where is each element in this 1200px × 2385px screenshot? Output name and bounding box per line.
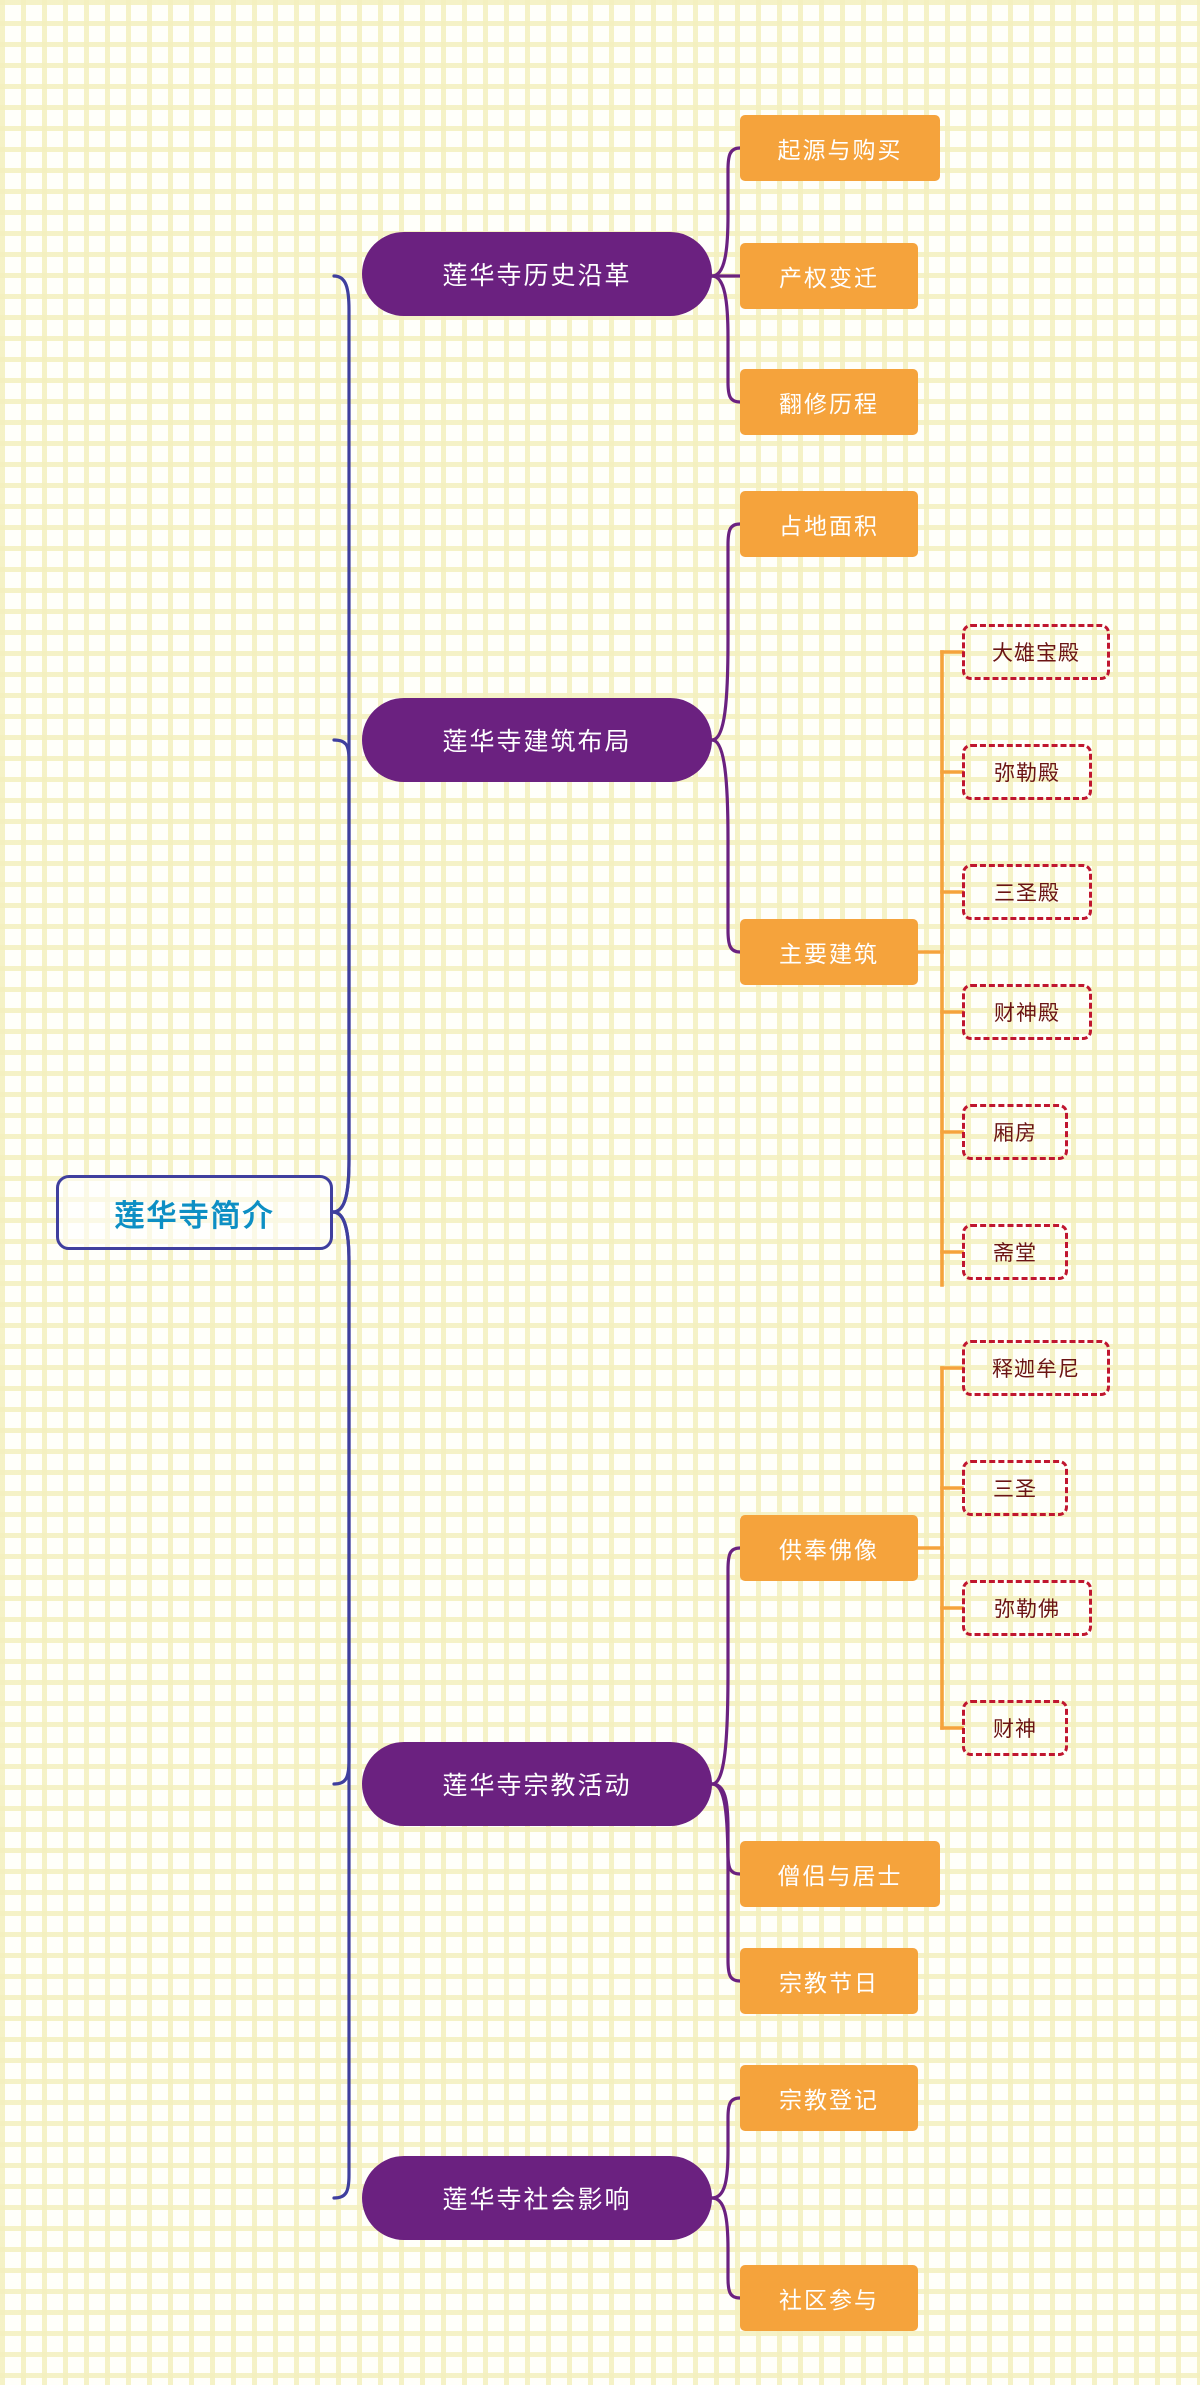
leaf-node-dining-hall[interactable]: 斋堂 [962, 1224, 1068, 1280]
leaf-node-shakyamuni-label: 释迦牟尼 [992, 1357, 1080, 1381]
edge-branch-layout [710, 522, 742, 954]
edge-branch-history [710, 146, 742, 404]
sub-node-religious-registration[interactable]: 宗教登记 [740, 2065, 918, 2131]
sub-node-community-participation-label: 社区参与 [779, 2287, 879, 2313]
sub-node-ownership-change-label: 产权变迁 [779, 265, 879, 291]
leaf-node-maitreya-buddha[interactable]: 弥勒佛 [962, 1580, 1092, 1636]
leaf-node-mahavira-hall-label: 大雄宝殿 [992, 641, 1080, 665]
sub-node-buddha-statues[interactable]: 供奉佛像 [740, 1515, 918, 1581]
root-node-label: 莲华寺简介 [114, 1199, 275, 1233]
edge-sub-main-buildings [910, 650, 964, 1287]
leaf-node-maitreya-hall[interactable]: 弥勒殿 [962, 744, 1092, 800]
edge-branch-religion [710, 1546, 742, 1983]
leaf-node-shakyamuni[interactable]: 释迦牟尼 [962, 1340, 1110, 1396]
branch-node-history[interactable]: 莲华寺历史沿革 [362, 232, 712, 316]
sub-node-ownership-change[interactable]: 产权变迁 [740, 243, 918, 309]
sub-node-origin-purchase[interactable]: 起源与购买 [740, 115, 940, 181]
sub-node-renovation-history-label: 翻修历程 [779, 391, 879, 417]
sub-node-community-participation[interactable]: 社区参与 [740, 2265, 918, 2331]
sub-node-monks-laity-label: 僧侣与居士 [777, 1863, 903, 1889]
branch-node-history-label: 莲华寺历史沿革 [442, 262, 632, 290]
sub-node-main-buildings[interactable]: 主要建筑 [740, 919, 918, 985]
leaf-node-mahavira-hall[interactable]: 大雄宝殿 [962, 624, 1110, 680]
leaf-node-three-saints-label: 三圣 [993, 1477, 1037, 1501]
leaf-node-wealth-god[interactable]: 财神 [962, 1700, 1068, 1756]
sub-node-renovation-history[interactable]: 翻修历程 [740, 369, 918, 435]
edge-root-trunk [331, 274, 351, 2200]
edge-branch-social [710, 2096, 742, 2300]
root-node[interactable]: 莲华寺简介 [56, 1175, 333, 1250]
leaf-node-maitreya-buddha-label: 弥勒佛 [994, 1597, 1060, 1621]
sub-node-religious-festivals[interactable]: 宗教节日 [740, 1948, 918, 2014]
sub-node-monks-laity[interactable]: 僧侣与居士 [740, 1841, 940, 1907]
leaf-node-side-rooms[interactable]: 厢房 [962, 1104, 1068, 1160]
branch-node-layout-label: 莲华寺建筑布局 [442, 728, 632, 756]
leaf-node-wealth-god-label: 财神 [993, 1717, 1037, 1741]
sub-node-religious-festivals-label: 宗教节日 [779, 1970, 879, 1996]
leaf-node-wealth-god-hall-label: 财神殿 [994, 1001, 1060, 1025]
leaf-node-wealth-god-hall[interactable]: 财神殿 [962, 984, 1092, 1040]
sub-node-floor-area[interactable]: 占地面积 [740, 491, 918, 557]
branch-node-social-label: 莲华寺社会影响 [442, 2186, 632, 2214]
branch-node-social[interactable]: 莲华寺社会影响 [362, 2156, 712, 2240]
leaf-node-dining-hall-label: 斋堂 [993, 1241, 1037, 1265]
branch-node-religion-label: 莲华寺宗教活动 [442, 1772, 632, 1800]
leaf-node-three-saints-hall[interactable]: 三圣殿 [962, 864, 1092, 920]
edge-sub-buddha-statues [910, 1366, 964, 1730]
leaf-node-side-rooms-label: 厢房 [993, 1121, 1037, 1145]
sub-node-origin-purchase-label: 起源与购买 [777, 137, 903, 163]
sub-node-religious-registration-label: 宗教登记 [779, 2087, 879, 2113]
sub-node-main-buildings-label: 主要建筑 [779, 941, 879, 967]
sub-node-floor-area-label: 占地面积 [779, 513, 879, 539]
leaf-node-maitreya-hall-label: 弥勒殿 [994, 761, 1060, 785]
branch-node-religion[interactable]: 莲华寺宗教活动 [362, 1742, 712, 1826]
branch-node-layout[interactable]: 莲华寺建筑布局 [362, 698, 712, 782]
leaf-node-three-saints[interactable]: 三圣 [962, 1460, 1068, 1516]
leaf-node-three-saints-hall-label: 三圣殿 [994, 881, 1060, 905]
sub-node-buddha-statues-label: 供奉佛像 [779, 1537, 879, 1563]
